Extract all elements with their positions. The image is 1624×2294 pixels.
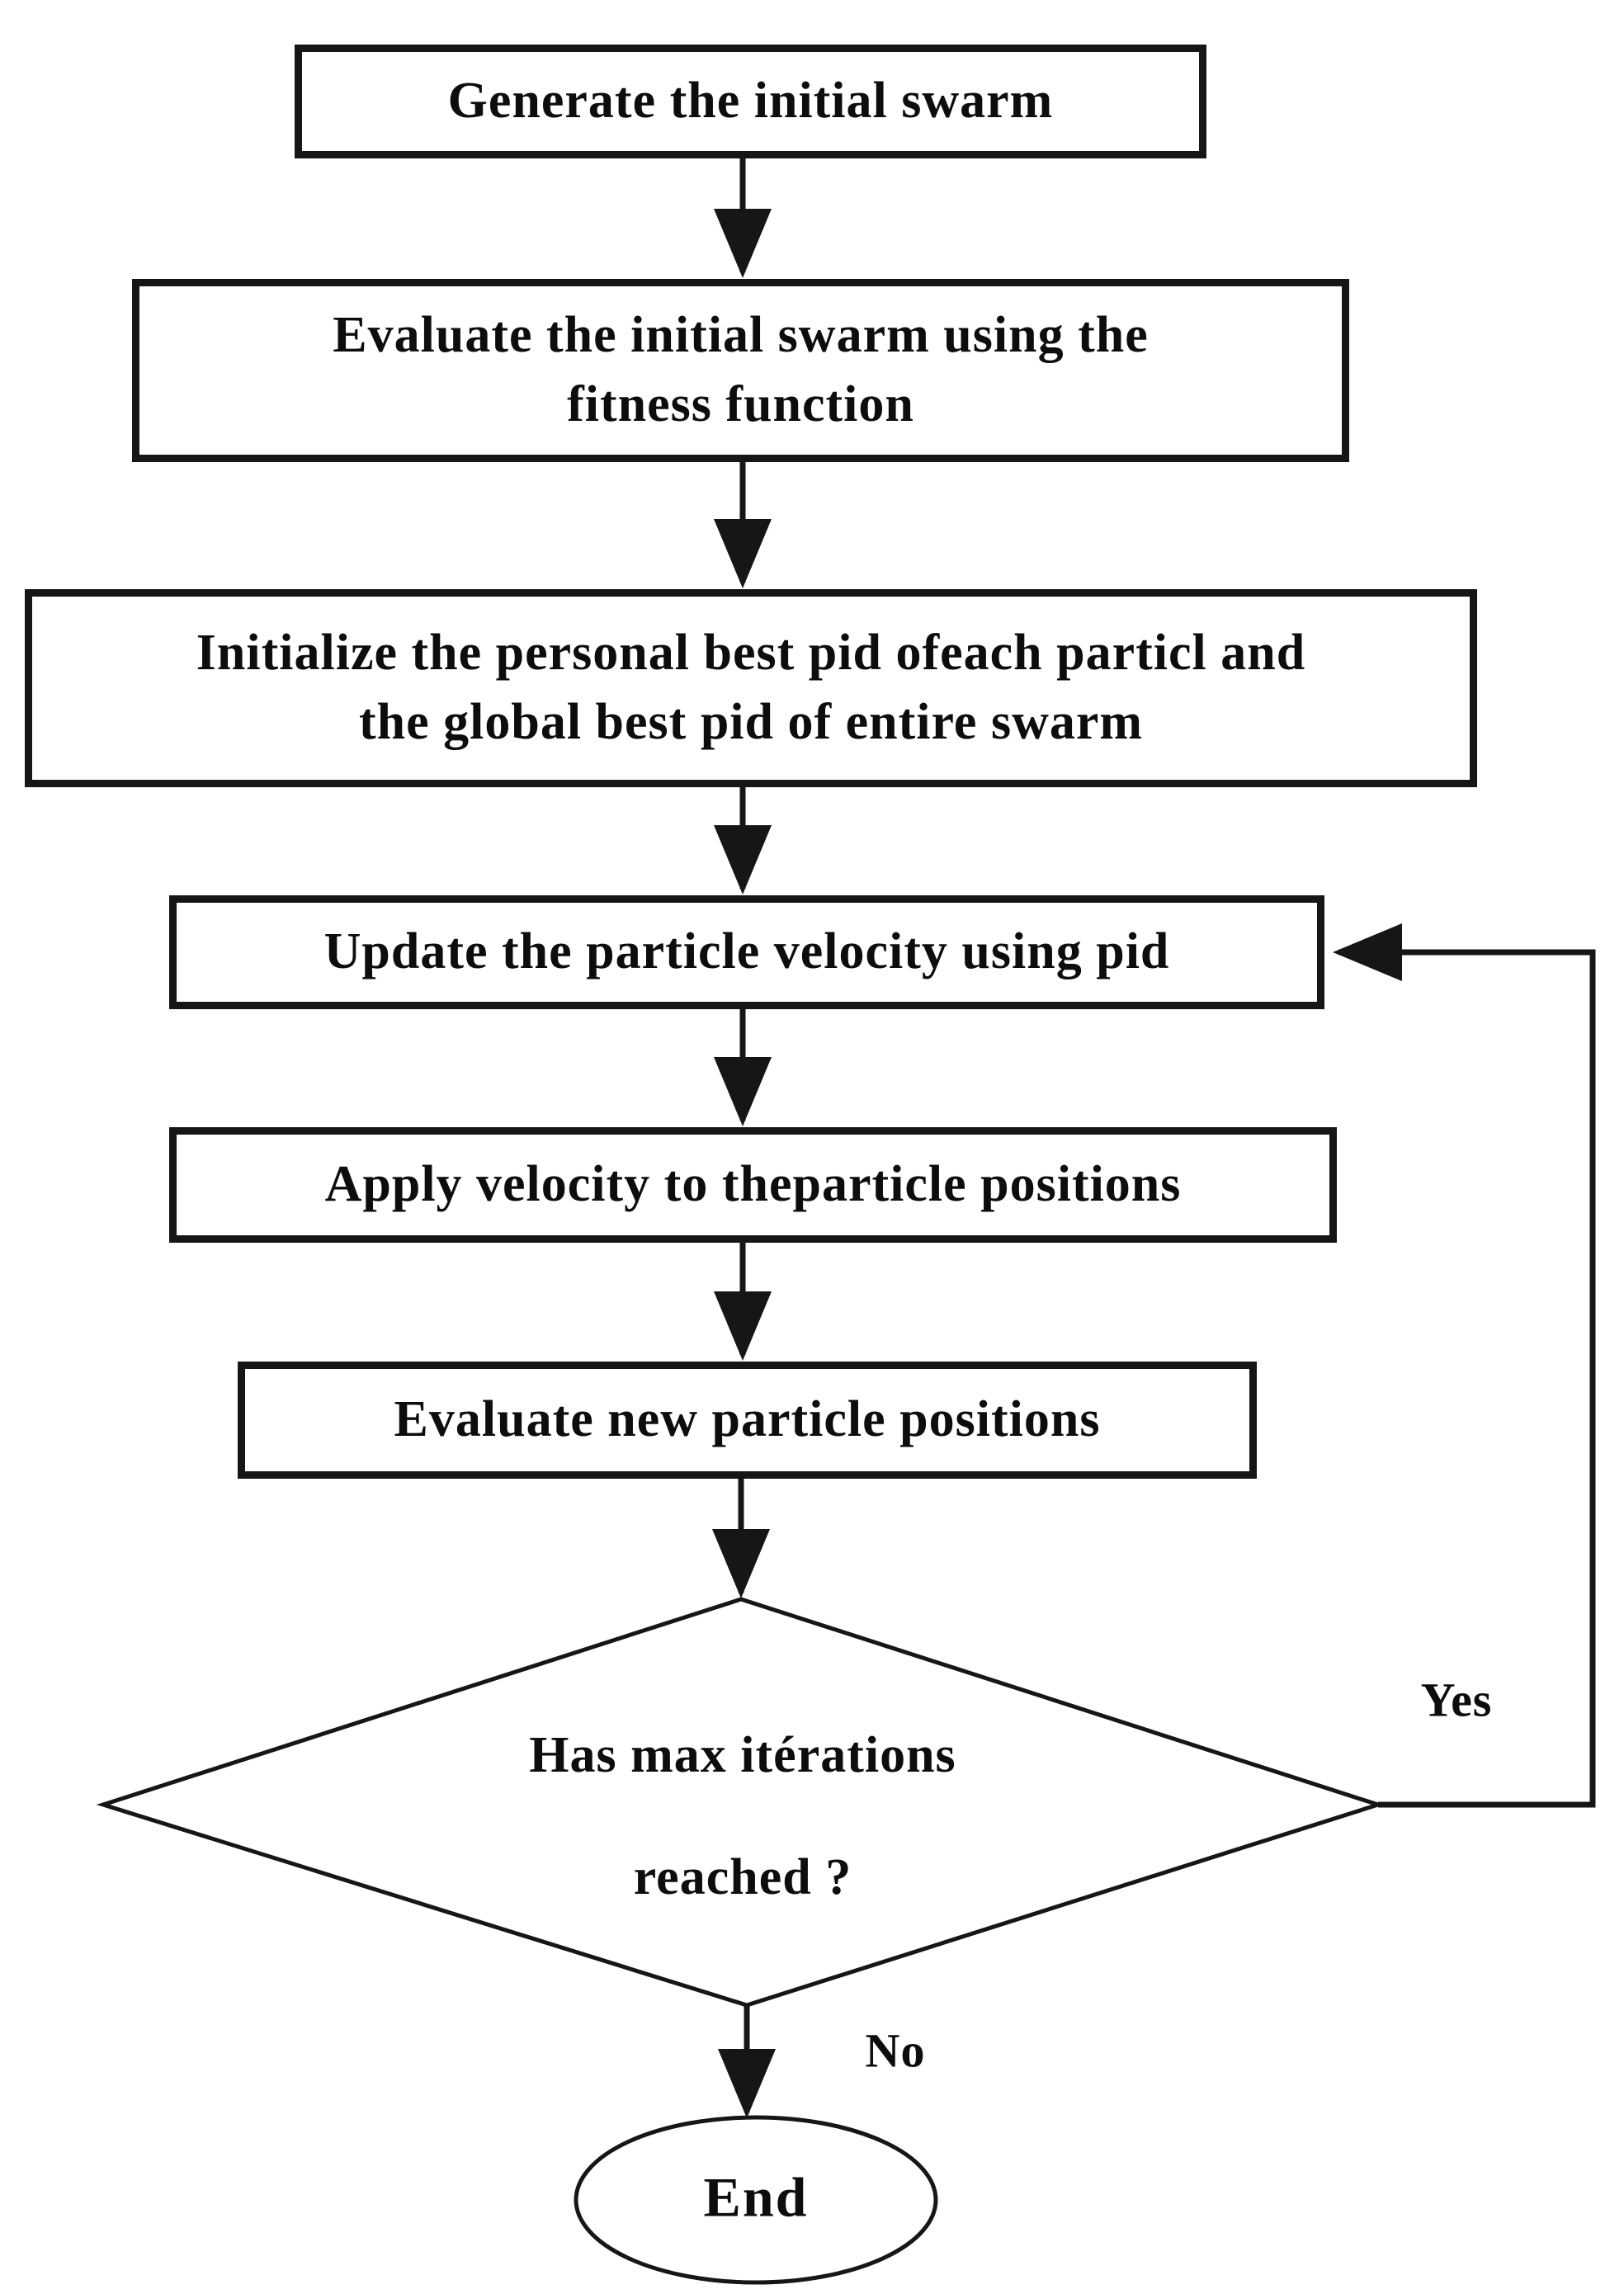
node-label-line: Generate the initial swarm — [447, 73, 1054, 130]
node-max-iterations-decision: Has max itérations reached ? — [248, 1725, 1238, 1909]
node-label-line: Update the particle velocity using pid — [323, 923, 1170, 980]
node-label-line: Has max itérations — [529, 1727, 956, 1783]
node-initialize-personal-global-best: Initialize the personal best pid ofeach … — [25, 589, 1477, 787]
node-evaluate-initial-swarm: Evaluate the initial swarm using the fit… — [132, 279, 1349, 462]
node-evaluate-new-positions: Evaluate new particle positions — [238, 1362, 1257, 1479]
node-label-line: Evaluate new particle positions — [394, 1391, 1101, 1448]
node-label-line: Evaluate the initial swarm using the — [333, 307, 1149, 364]
node-end: End — [703, 2165, 809, 2229]
node-label-line: fitness function — [567, 376, 914, 432]
node-label-line: reached ? — [633, 1849, 852, 1906]
edge-label-yes: Yes — [1420, 1673, 1493, 1727]
node-label-line: Initialize the personal best pid ofeach … — [196, 625, 1306, 682]
node-label-line: the global best pid of entire swarm — [358, 694, 1144, 750]
node-apply-velocity-to-positions: Apply velocity to theparticle positions — [169, 1127, 1337, 1243]
arrow-yes-feedback-loop — [1333, 923, 1596, 1808]
node-generate-initial-swarm: Generate the initial swarm — [295, 45, 1206, 158]
node-update-particle-velocity: Update the particle velocity using pid — [169, 895, 1324, 1009]
node-label-line: Apply velocity to theparticle positions — [324, 1156, 1182, 1213]
edge-label-no: No — [865, 2023, 926, 2078]
